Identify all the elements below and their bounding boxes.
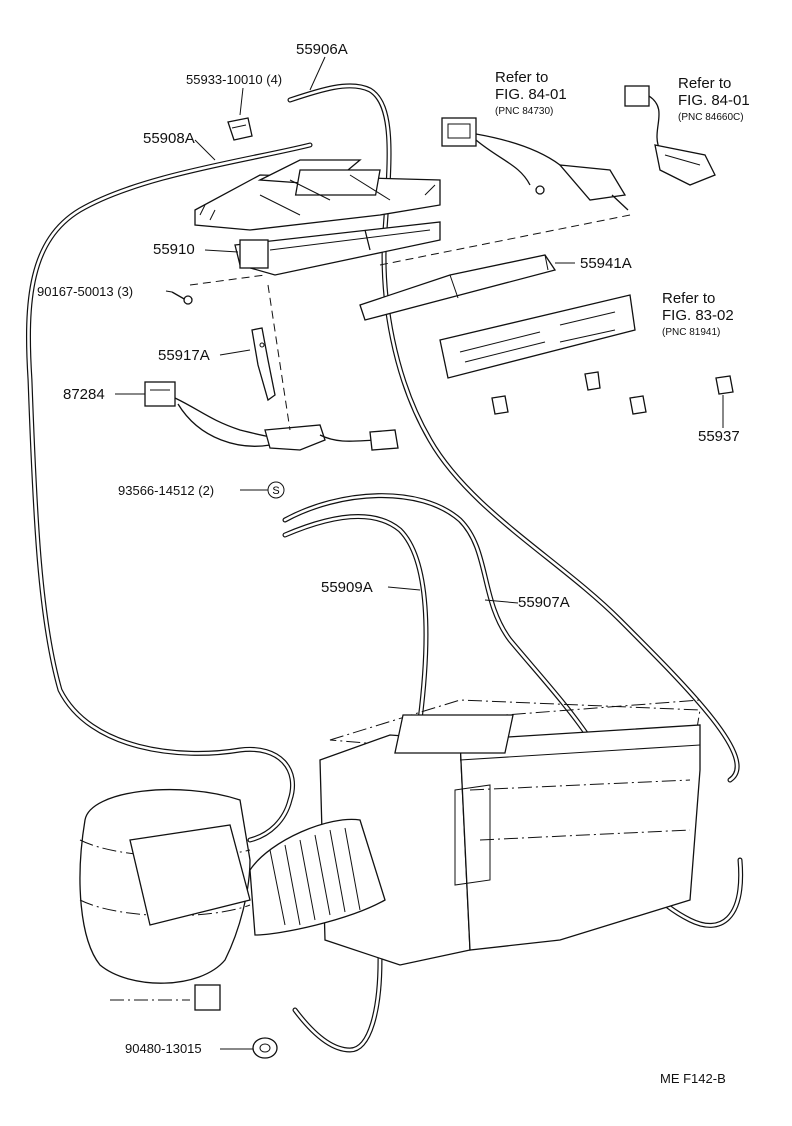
heater-unit [319, 699, 701, 966]
reference-84730: Refer to FIG. 84-01 (PNC 84730) [495, 69, 567, 117]
clip-55933 [227, 117, 253, 141]
label-93566: 93566-14512 (2) [118, 483, 215, 498]
label-55908A: 55908A [143, 130, 195, 147]
label-87284: 87284 [63, 386, 105, 403]
label-55909A: 55909A [321, 579, 373, 596]
label-55906A: 55906A [296, 41, 348, 58]
blower-unit [79, 788, 386, 1011]
label-55941A: 55941A [580, 255, 632, 272]
label-55933: 55933-10010 (4) [186, 72, 283, 87]
cable-55908A [25, 142, 313, 843]
reference-81941: Refer to FIG. 83-02 (PNC 81941) [662, 290, 734, 338]
screw-symbol: S [267, 481, 285, 499]
label-55937: 55937 [698, 428, 740, 445]
wire-harness-87284 [144, 381, 399, 451]
cable-55907A [282, 493, 744, 928]
screw-90167 [171, 291, 193, 305]
reference-84660C: Refer to FIG. 84-01 (PNC 84660C) [678, 75, 750, 123]
grommet-90480 [252, 1037, 278, 1059]
connector-84730 [441, 117, 629, 211]
label-55917A: 55917A [158, 347, 210, 364]
faceplate-81941 [439, 294, 636, 379]
label-90480: 90480-13015 [125, 1041, 202, 1056]
control-assembly [194, 159, 441, 276]
cable-55906A [287, 83, 740, 783]
label-55907A: 55907A [518, 594, 570, 611]
svg-text:S: S [272, 485, 279, 497]
leader-lines [115, 56, 724, 1050]
footer-code: ME F142-B [660, 1071, 726, 1086]
bracket-55917A [251, 327, 276, 402]
label-90167: 90167-50013 (3) [37, 284, 134, 299]
label-55910: 55910 [153, 241, 195, 258]
connector-84660C [624, 85, 716, 186]
panel-55941A [359, 254, 557, 321]
knobs-55937 [491, 371, 734, 415]
